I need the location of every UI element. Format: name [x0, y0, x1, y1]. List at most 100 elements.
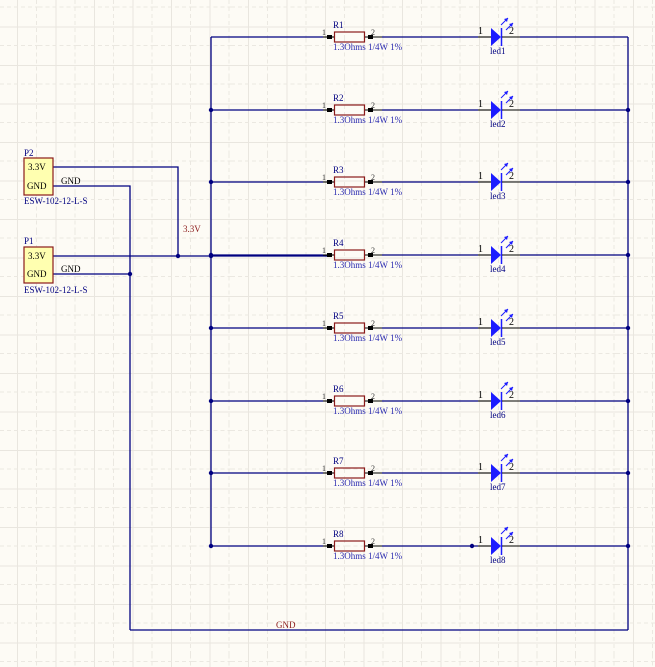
resistor-pin-number: 1: [322, 319, 326, 328]
pin-marker: [327, 253, 332, 257]
led-pin-number: 2: [509, 26, 514, 37]
arrow-head: [504, 236, 508, 240]
p2-power-wire[interactable]: [53, 166, 179, 256]
resistor-pin-number: 1: [322, 173, 326, 182]
led-pin-number: 1: [478, 390, 483, 401]
gnd-net-label: GND: [61, 264, 81, 274]
pin-marker: [368, 471, 373, 475]
net-label-3v3: 3.3V: [183, 224, 201, 234]
led-pin-number: 1: [478, 535, 483, 546]
resistor-designator: R3: [333, 165, 344, 175]
resistor-designator: R2: [333, 93, 344, 103]
connector-pin-label: 3.3V: [28, 251, 46, 261]
led-pin-number: 2: [509, 535, 514, 546]
resistor-body: [333, 540, 366, 552]
resistor-value: 1.3Ohms 1/4W 1%: [333, 333, 403, 343]
led-triangle-icon: [491, 392, 501, 410]
led-triangle-icon: [491, 246, 501, 264]
connector-pin-label: GND: [27, 181, 47, 191]
junction: [208, 107, 214, 113]
resistor-pin-number: 1: [322, 464, 326, 473]
connector-body: [23, 157, 54, 196]
resistor-designator: R1: [333, 20, 344, 30]
arrow-head: [504, 91, 508, 95]
led-pin-number: 1: [478, 462, 483, 473]
resistor-designator: R4: [333, 238, 344, 248]
resistor-body: [333, 31, 366, 43]
led-triangle-icon: [491, 173, 501, 191]
led-pin-number: 2: [509, 390, 514, 401]
led-pin-number: 1: [478, 26, 483, 37]
pin-marker: [327, 399, 332, 403]
resistor-pin-number: 1: [322, 101, 326, 110]
led-triangle-icon: [491, 537, 501, 555]
resistor-pin-number: 1: [322, 392, 326, 401]
resistor-body: [333, 322, 366, 334]
led-designator: led6: [490, 410, 506, 420]
resistor-pin-number: 2: [371, 392, 375, 401]
resistor-body: [333, 249, 366, 261]
connector-p2[interactable]: P2 3.3V GND GND ESW-102-12-L-S: [23, 148, 88, 206]
arrow-head: [509, 532, 513, 536]
led-triangle-icon: [491, 101, 501, 119]
resistor-pin-number: 2: [371, 173, 375, 182]
resistor-body: [333, 176, 366, 188]
arrow-head: [509, 168, 513, 172]
led-designator: led3: [490, 191, 506, 201]
pin-marker: [327, 180, 332, 184]
led-triangle-icon: [491, 319, 501, 337]
junction: [208, 325, 214, 331]
led-pin-number: 1: [478, 171, 483, 182]
led-pin-number: 2: [509, 99, 514, 110]
led-pin-number: 2: [509, 244, 514, 255]
resistor-pin-number: 2: [371, 28, 375, 37]
p2-gnd-wire[interactable]: [53, 185, 131, 630]
connector-body: [23, 246, 54, 284]
junction: [208, 470, 214, 476]
pin-marker: [368, 108, 373, 112]
junction: [469, 543, 475, 549]
led-triangle-icon: [491, 28, 501, 46]
junction: [127, 271, 133, 277]
pin-marker: [327, 326, 332, 330]
arrow-head: [504, 382, 508, 386]
resistor-designator: R5: [333, 311, 344, 321]
resistor-pin-number: 1: [322, 28, 326, 37]
arrow-head: [504, 527, 508, 531]
arrow-head: [509, 241, 513, 245]
junction: [625, 325, 631, 331]
connector-p1[interactable]: P1 3.3V GND GND ESW-102-12-L-S: [23, 236, 88, 295]
resistor-pin-number: 2: [371, 537, 375, 546]
led-pin-number: 1: [478, 99, 483, 110]
power-wiring: [53, 37, 629, 631]
resistor-pin-number: 2: [371, 464, 375, 473]
junction: [208, 398, 214, 404]
led-pin-number: 1: [478, 317, 483, 328]
resistor-pin-number: 1: [322, 537, 326, 546]
junction: [625, 252, 631, 258]
resistor-pin-number: 2: [371, 101, 375, 110]
arrow-head: [509, 96, 513, 100]
resistor-body: [333, 104, 366, 116]
